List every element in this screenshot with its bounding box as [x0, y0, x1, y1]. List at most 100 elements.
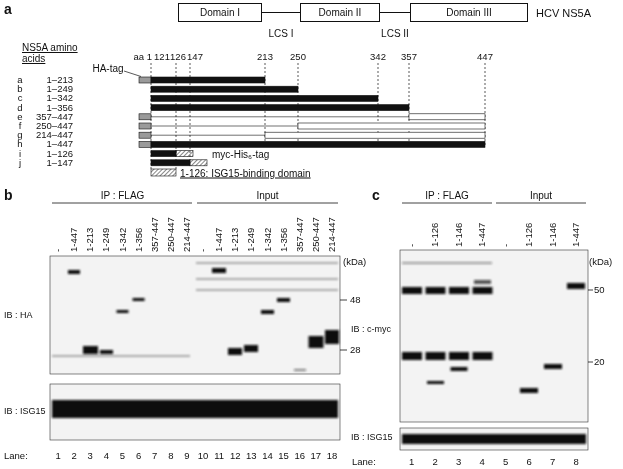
construct-letter: h	[17, 140, 22, 150]
lane-number: 17	[311, 451, 322, 461]
construct-letter: g	[17, 130, 22, 140]
band	[196, 278, 338, 280]
tag-label: myc-His₆-tag	[212, 149, 269, 160]
lane-number: 3	[456, 457, 461, 467]
size-unit: (kDa)	[589, 257, 612, 267]
band	[117, 310, 129, 313]
lane-label: 1-447	[477, 223, 487, 247]
band	[294, 369, 306, 371]
axis-title: NS5A amino acids	[22, 42, 84, 64]
band	[473, 287, 493, 294]
domain-box: Domain II	[300, 3, 380, 22]
band	[100, 350, 113, 354]
lane-number: 6	[527, 457, 532, 467]
linker-connector	[380, 12, 410, 13]
lane-label: 1-342	[262, 228, 272, 252]
ha-tag-box	[139, 141, 151, 147]
lane-label: 1-447	[69, 228, 79, 252]
panel-letter: a	[4, 2, 12, 17]
domain-name: Domain III	[446, 7, 492, 18]
lane-label: 214-447	[182, 217, 192, 252]
band	[567, 283, 585, 289]
lane-label: -	[407, 244, 417, 247]
lane-number: 16	[294, 451, 305, 461]
construct-range: 214–447	[36, 130, 73, 140]
construct-letter: d	[17, 103, 22, 113]
lane-label: 1-249	[246, 228, 256, 252]
construct-bar	[151, 141, 485, 147]
panel-letter: b	[4, 188, 13, 203]
lane-title: Lane:	[4, 451, 28, 461]
residue-number: 213	[257, 52, 273, 62]
linker-line	[151, 116, 409, 117]
band	[277, 298, 290, 302]
lane-number: 5	[503, 457, 508, 467]
construct-bar	[151, 160, 190, 166]
blot-bands	[52, 262, 586, 444]
lane-label: 357-447	[150, 217, 160, 252]
lane-label: 1-146	[454, 223, 464, 247]
construct-range: 1–147	[47, 158, 73, 168]
residue-number: 342	[370, 52, 386, 62]
lane-label: -	[53, 249, 63, 252]
construct-letter: i	[19, 149, 21, 159]
domain-note: 1-126: ISG15-binding domain	[180, 167, 311, 178]
construct-bar	[409, 114, 485, 120]
residue-guides	[151, 63, 485, 169]
lane-label: 1-213	[85, 228, 95, 252]
group-line	[52, 203, 192, 204]
lane-label: 250-447	[166, 217, 176, 252]
linker-line	[151, 135, 265, 136]
band	[544, 364, 562, 369]
ha-tag-box	[139, 114, 151, 120]
lane-label: -	[198, 249, 208, 252]
lane-number: 13	[246, 451, 257, 461]
construct-bar	[151, 95, 378, 101]
construct-bar	[265, 132, 485, 138]
construct-letter: a	[17, 75, 22, 85]
construct-letter: c	[18, 94, 23, 104]
ha-tag-box	[139, 132, 151, 138]
band	[474, 280, 491, 284]
lane-number: 18	[327, 451, 338, 461]
linker-connector	[262, 12, 300, 13]
band	[427, 381, 444, 384]
residue-number: 121	[154, 52, 170, 62]
lane-number: 2	[433, 457, 438, 467]
size-marker: 50	[594, 285, 605, 295]
construct-range: 357–447	[36, 112, 73, 122]
construct-letter: e	[17, 112, 22, 122]
marker-tick	[340, 350, 347, 351]
residue-number: 447	[477, 52, 493, 62]
residue-number: 250	[290, 52, 306, 62]
band	[426, 352, 446, 360]
band	[402, 262, 492, 264]
lane-number: 6	[136, 451, 141, 461]
construct-range: 1–447	[47, 140, 73, 150]
lane-number: 4	[480, 457, 485, 467]
blot-membrane	[50, 384, 340, 440]
blot-membrane	[400, 250, 588, 422]
motif-label: LCS II	[381, 28, 409, 39]
construct-letter: b	[17, 84, 22, 94]
linker-line	[151, 126, 298, 127]
construct-range: 1–356	[47, 103, 73, 113]
lane-number: 3	[88, 451, 93, 461]
lane-number: 8	[168, 451, 173, 461]
lane-label: 357-447	[295, 217, 305, 252]
band	[228, 348, 242, 355]
blot-label: IB : ISG15	[4, 407, 46, 417]
tag-label: HA-tag	[92, 63, 123, 74]
size-unit: (kDa)	[343, 257, 366, 267]
lane-label: 1-356	[278, 228, 288, 252]
protein-name: HCV NS5A	[536, 7, 591, 19]
blot-label: IB : c-myc	[351, 325, 391, 335]
band	[133, 298, 145, 301]
myc-tag-box	[190, 160, 207, 166]
blot-label: IB : HA	[4, 311, 33, 321]
lane-title: Lane:	[352, 457, 376, 467]
band	[83, 346, 98, 354]
group-lines	[52, 203, 586, 204]
lane-label: 1-249	[101, 228, 111, 252]
